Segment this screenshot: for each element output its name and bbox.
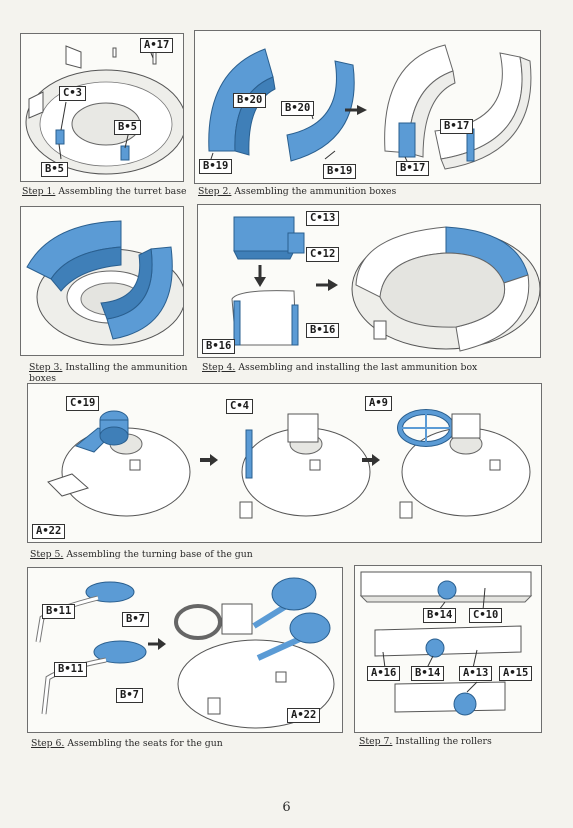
- part-label: A•17: [140, 38, 174, 53]
- step-6-caption: Step 6. Assembling the seats for the gun: [31, 738, 223, 749]
- step-3-panel: [20, 206, 184, 356]
- part-label: C•3: [59, 86, 86, 101]
- part-label: B•5: [41, 162, 68, 177]
- step-1-caption: Step 1. Assembling the turret base: [22, 186, 187, 197]
- installed-boxes-illustration: [26, 220, 183, 346]
- part-label: C•13: [306, 211, 340, 226]
- part-label: A•22: [287, 708, 321, 723]
- part-label: A•9: [365, 396, 392, 411]
- part-label: C•19: [66, 396, 100, 411]
- part-label: B•17: [396, 161, 430, 176]
- part-label: B•20: [281, 101, 315, 116]
- part-label: A•15: [499, 666, 533, 681]
- last-box-illustration: [231, 216, 540, 352]
- step-7-caption: Step 7. Installing the rollers: [359, 736, 492, 747]
- part-label: B•11: [54, 662, 88, 677]
- part-label: B•20: [233, 93, 267, 108]
- part-label: A•16: [367, 666, 401, 681]
- part-label: B•14: [423, 608, 457, 623]
- part-label: C•12: [306, 247, 340, 262]
- step-5-panel: C•19 C•4 A•9 A•22: [27, 383, 542, 543]
- part-label: C•4: [226, 399, 253, 414]
- step-5-caption: Step 5. Assembling the turning base of t…: [30, 549, 253, 560]
- part-label: A•22: [32, 524, 66, 539]
- part-label: B•11: [42, 604, 76, 619]
- part-label: B•16: [202, 339, 236, 354]
- step-2-caption: Step 2. Assembling the ammunition boxes: [198, 186, 397, 197]
- step-7-panel: B•14 C•10 A•16 B•14 A•13 A•15: [354, 565, 542, 733]
- part-label: B•19: [323, 164, 357, 179]
- step-4-panel: C•13 C•12 B•16 B•16: [197, 204, 541, 358]
- part-label: B•7: [122, 612, 149, 627]
- rollers-illustration: [359, 571, 533, 716]
- part-label: B•17: [440, 119, 474, 134]
- part-label: B•16: [306, 323, 340, 338]
- part-label: B•7: [116, 688, 143, 703]
- turning-base-illustration: [47, 409, 531, 519]
- part-label: B•5: [114, 120, 141, 135]
- page-number: 6: [282, 800, 291, 815]
- part-label: B•19: [199, 159, 233, 174]
- gun-seats-illustration: [35, 577, 335, 729]
- part-label: C•10: [469, 608, 503, 623]
- step-3-caption: Step 3. Installing the ammunition boxes: [29, 362, 188, 384]
- turret-base-illustration: [25, 45, 183, 175]
- part-label: B•14: [411, 666, 445, 681]
- part-label: A•13: [459, 666, 493, 681]
- step-2-panel: B•20 B•20 B•19 B•19 B•17 B•17: [194, 30, 541, 184]
- step-4-caption: Step 4. Assembling and installing the la…: [202, 362, 478, 373]
- step-6-panel: B•11 B•7 B•11 B•7 A•22: [27, 567, 343, 733]
- step-1-panel: A•17 C•3 B•5 B•5: [20, 33, 184, 182]
